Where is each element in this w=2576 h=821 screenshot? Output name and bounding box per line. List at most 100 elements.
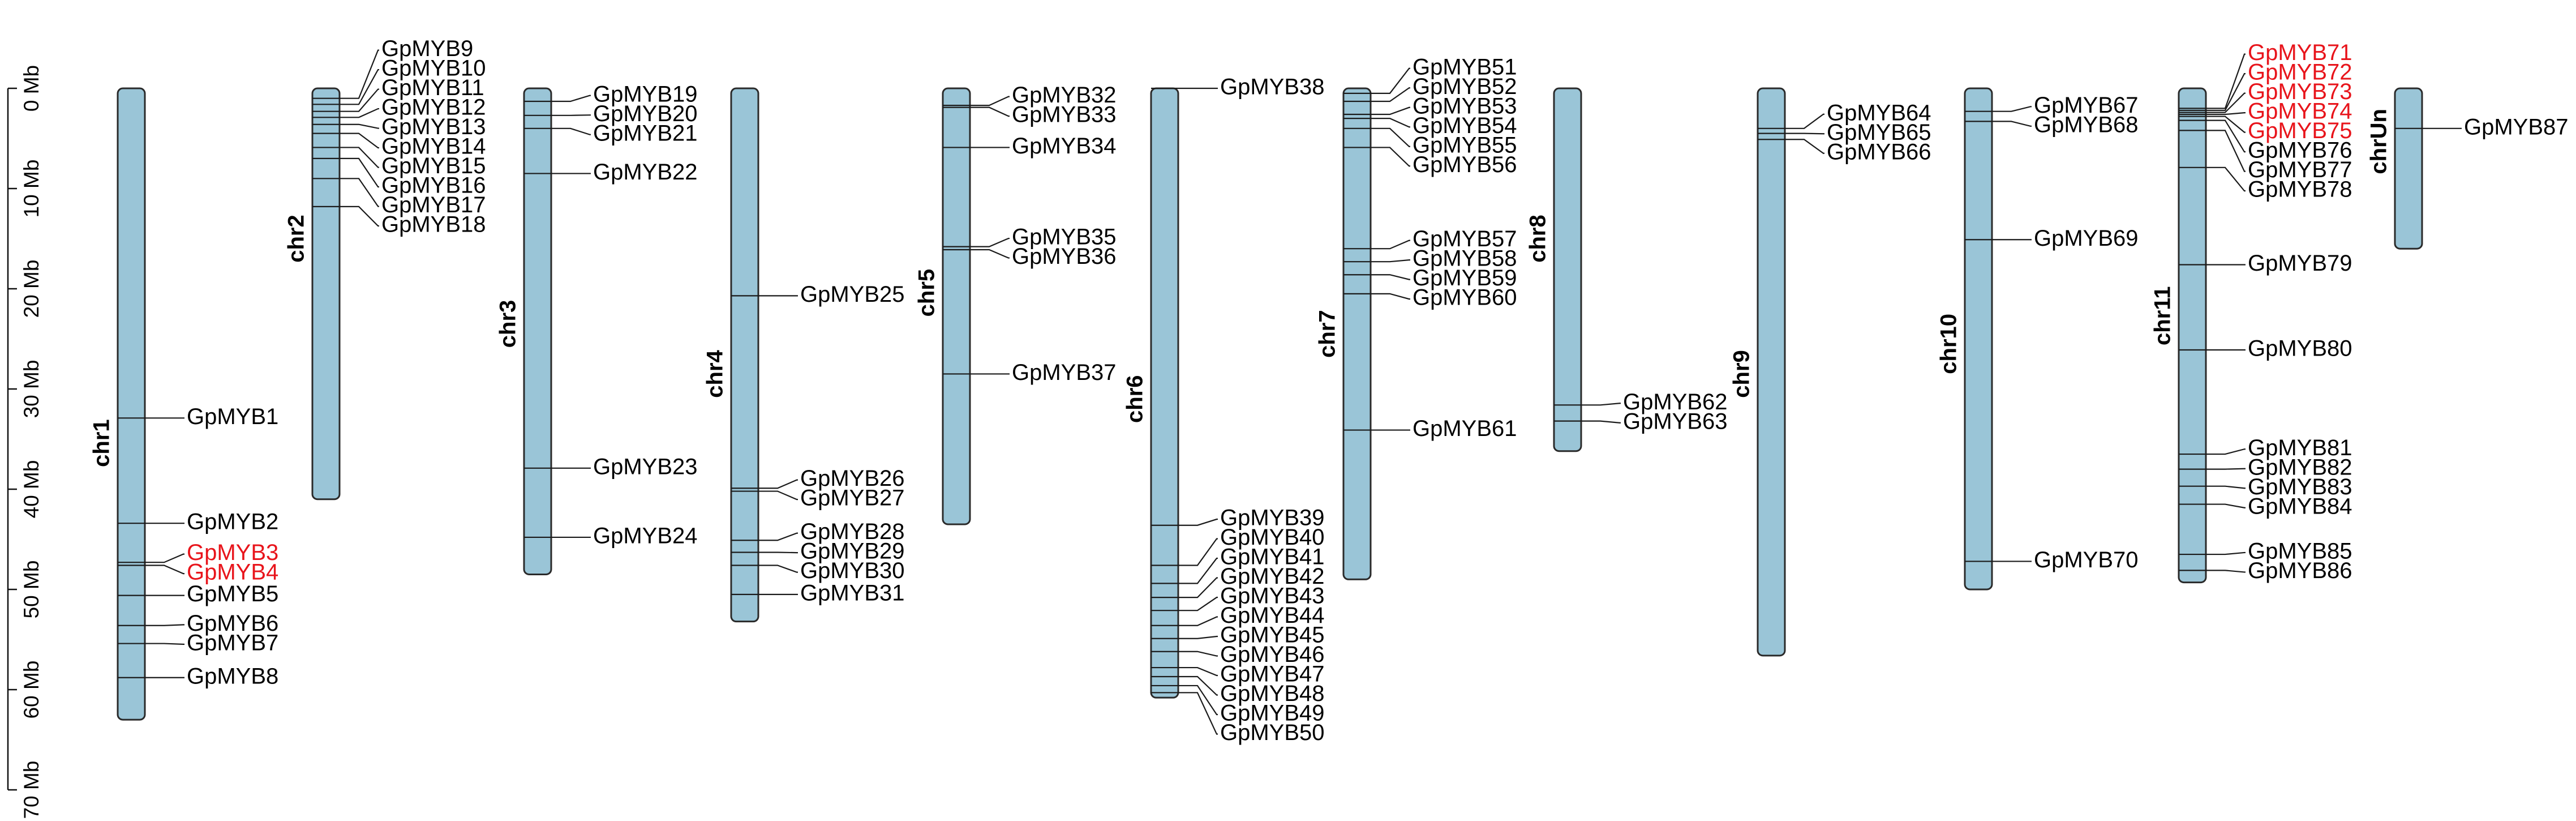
- chromosome-name: chr3: [496, 300, 521, 348]
- gene-connector: [340, 88, 379, 112]
- axis-tick-label: 0 Mb: [20, 65, 43, 112]
- gene-connector: [1178, 577, 1218, 598]
- gene-label: GpMYB28: [800, 519, 905, 544]
- gene-connector: [1178, 557, 1218, 584]
- gene-label: GpMYB78: [2248, 177, 2352, 202]
- gene-connector: [2206, 551, 2246, 555]
- gene-label: GpMYB10: [381, 56, 486, 81]
- gene-label: GpMYB14: [381, 134, 486, 159]
- gene-connector: [970, 237, 1010, 247]
- gene-label: GpMYB61: [1412, 416, 1517, 441]
- axis-tick-label: 50 Mb: [20, 561, 43, 619]
- gene-connector: [1178, 596, 1218, 612]
- gene-label: GpMYB41: [1220, 545, 1325, 570]
- gene-label: GpMYB80: [2248, 336, 2352, 361]
- chromosome-name: chr10: [1937, 314, 1961, 374]
- gene-connector: [758, 565, 798, 573]
- chromosome-body: [311, 87, 341, 501]
- chromosome-chr1: chr1GpMYB1GpMYB2GpMYB3GpMYB4GpMYB5GpMYB6…: [89, 87, 278, 721]
- axis-tick-label: 60 Mb: [20, 661, 43, 719]
- gene-label: GpMYB67: [2034, 93, 2139, 118]
- gene-label: GpMYB40: [1220, 525, 1325, 550]
- gene-label: GpMYB13: [381, 114, 486, 139]
- chromosome-body: [1553, 87, 1582, 452]
- gene-connector: [758, 490, 798, 501]
- gene-connector: [1371, 274, 1410, 280]
- gene-connector: [1178, 685, 1218, 716]
- gene-label: GpMYB44: [1220, 603, 1325, 628]
- gene-label: GpMYB15: [381, 153, 486, 178]
- gene-label: GpMYB11: [381, 75, 484, 100]
- gene-connector: [340, 147, 379, 168]
- gene-label: GpMYB62: [1623, 390, 1728, 414]
- axis-tick-label: 40 Mb: [20, 460, 43, 519]
- gene-connector: [970, 106, 1010, 117]
- gene-connector: [551, 95, 591, 102]
- gene-label: GpMYB38: [1220, 75, 1325, 100]
- gene-label: GpMYB12: [381, 95, 486, 120]
- gene-label: GpMYB31: [800, 580, 905, 605]
- gene-label: GpMYB19: [593, 82, 698, 106]
- gene-connector: [2206, 53, 2246, 109]
- gene-connector: [1371, 147, 1410, 167]
- chromosome-body: [942, 87, 971, 525]
- gene-label: GpMYB2: [187, 510, 278, 534]
- gene-connector: [2206, 130, 2246, 172]
- gene-label: GpMYB71: [2248, 40, 2352, 65]
- chromosome-name: chr6: [1123, 375, 1148, 423]
- chromosome-name: chr9: [1729, 350, 1754, 398]
- gene-label: GpMYB25: [800, 282, 905, 307]
- chromosome-chr11: chr11GpMYB71GpMYB72GpMYB73GpMYB74GpMYB75…: [2150, 40, 2352, 584]
- chromosome-chr2: chr2GpMYB9GpMYB10GpMYB11GpMYB12GpMYB13Gp…: [284, 36, 486, 501]
- chromosome-chr5: chr5GpMYB32GpMYB33GpMYB34GpMYB35GpMYB36G…: [915, 83, 1117, 525]
- gene-label: GpMYB18: [381, 212, 486, 237]
- gene-label: GpMYB27: [800, 486, 905, 511]
- gene-label: GpMYB68: [2034, 112, 2139, 137]
- gene-label: GpMYB58: [1412, 246, 1517, 271]
- gene-label: GpMYB3: [187, 540, 278, 565]
- gene-label: GpMYB26: [800, 466, 905, 491]
- gene-connector: [1371, 127, 1410, 147]
- gene-connector: [1371, 259, 1410, 263]
- gene-connector: [1178, 675, 1218, 696]
- gene-label: GpMYB49: [1220, 701, 1325, 726]
- gene-connector: [145, 565, 184, 575]
- gene-label: GpMYB55: [1412, 132, 1517, 157]
- gene-label: GpMYB36: [1012, 244, 1117, 269]
- gene-connector: [2206, 570, 2246, 573]
- gene-label: GpMYB84: [2248, 494, 2352, 519]
- gene-label: GpMYB87: [2464, 114, 2569, 139]
- gene-label: GpMYB24: [593, 524, 698, 549]
- gene-connector: [1581, 420, 1621, 424]
- chromosome-chr4: chr4GpMYB25GpMYB26GpMYB27GpMYB28GpMYB29G…: [703, 87, 905, 623]
- gene-label: GpMYB79: [2248, 251, 2352, 276]
- gene-connector: [551, 127, 591, 135]
- gene-connector: [758, 532, 798, 541]
- gene-label: GpMYB70: [2034, 548, 2139, 572]
- gene-label: GpMYB20: [593, 101, 698, 126]
- gene-label: GpMYB65: [1827, 120, 1931, 145]
- gene-connector: [1785, 139, 1824, 154]
- gene-connector: [1178, 666, 1218, 677]
- chromosome-name: chr4: [703, 349, 728, 397]
- gene-label: GpMYB34: [1012, 134, 1117, 159]
- axis-tick-label: 30 Mb: [20, 360, 43, 418]
- gene-label: GpMYB45: [1220, 623, 1325, 648]
- gene-connector: [1371, 293, 1410, 300]
- gene-connector: [2206, 92, 2246, 113]
- gene-connector: [970, 249, 1010, 259]
- chromosomes: chr1GpMYB1GpMYB2GpMYB3GpMYB4GpMYB5GpMYB6…: [89, 36, 2569, 745]
- gene-connector: [2206, 485, 2246, 489]
- chromosome-body: [1150, 87, 1179, 699]
- gene-label: GpMYB51: [1412, 54, 1517, 79]
- gene-label: GpMYB76: [2248, 138, 2352, 163]
- chromosome-name: chrUn: [2367, 109, 2392, 174]
- gene-label: GpMYB35: [1012, 225, 1117, 250]
- axis-tick-label: 10 Mb: [20, 160, 43, 218]
- gene-label: GpMYB57: [1412, 226, 1517, 251]
- gene-connector: [1178, 635, 1218, 639]
- chromosome-body: [1342, 87, 1372, 580]
- gene-connector: [1371, 106, 1410, 116]
